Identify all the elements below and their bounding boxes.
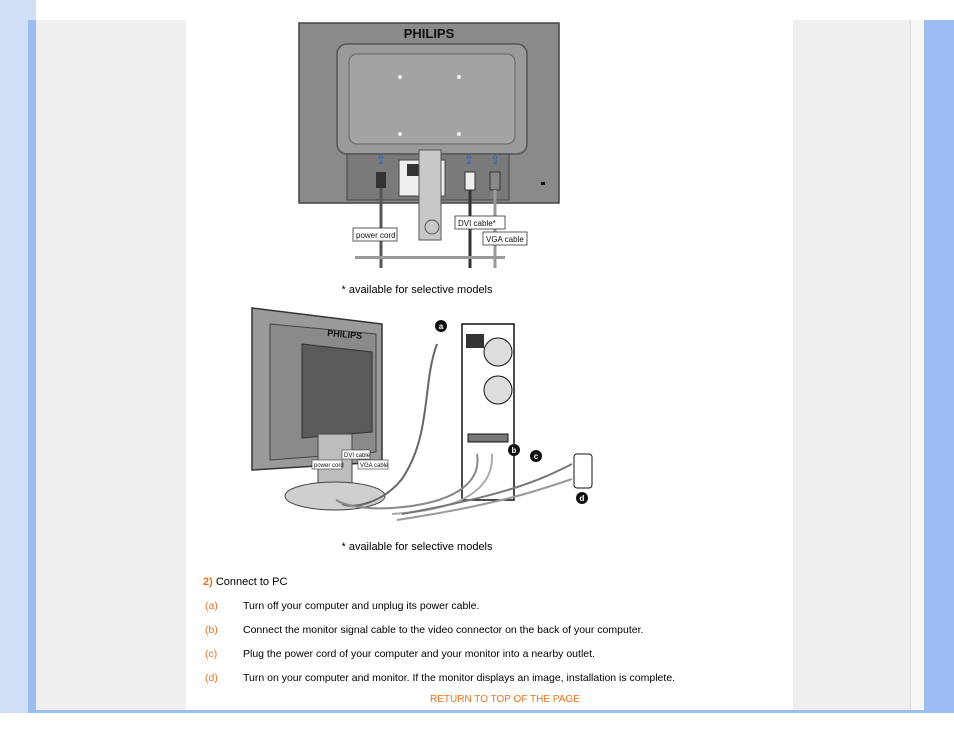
- right-frame: [924, 20, 954, 713]
- dvi-cable-label: DVI cable*: [458, 219, 496, 228]
- right-strip: [910, 20, 925, 713]
- fan-icon: [483, 375, 513, 405]
- stand-base: [355, 256, 505, 259]
- step-text: Connect the monitor signal cable to the …: [243, 624, 644, 636]
- marker-c-label: c: [534, 452, 539, 461]
- section-title: Connect to PC: [215, 576, 288, 588]
- fan-icon: [483, 337, 513, 367]
- bottom-border: [36, 710, 924, 713]
- step-text: Plug the power cord of your computer and…: [243, 648, 595, 660]
- left-frame-accent: [28, 20, 36, 713]
- arrow-icon: ⇧: [376, 153, 386, 167]
- step-letter: (d): [205, 672, 218, 684]
- marker-a: [435, 320, 447, 332]
- list-item: (c) Plug the power cord of your computer …: [205, 648, 595, 660]
- vga-callout: [357, 459, 389, 470]
- screw-hole: [398, 75, 402, 79]
- monitor-panel: [301, 343, 373, 439]
- connect-section-title: 2) Connect to PC: [203, 576, 287, 588]
- list-item: (b) Connect the monitor signal cable to t…: [205, 624, 643, 636]
- power-plug: [376, 172, 386, 188]
- vesa-plate: [348, 53, 516, 145]
- step-letter: (b): [205, 624, 218, 636]
- marker-a-label: a: [439, 322, 444, 331]
- marker-c: [530, 450, 542, 462]
- stand-neck: [418, 149, 442, 241]
- dvi-callout: [341, 449, 371, 460]
- screw-hole: [457, 132, 461, 136]
- marker-b-label: b: [512, 446, 517, 455]
- arrow-icon: ⇧: [490, 153, 500, 167]
- stand-hole: [424, 219, 440, 235]
- arrow-icon: ⇧: [464, 153, 474, 167]
- vga-cable-callout: [482, 231, 528, 246]
- right-gutter: [793, 20, 910, 713]
- power-cord-callout: [352, 227, 398, 242]
- step-letter: (a): [205, 600, 218, 612]
- dvi-label: DVI cable: [344, 453, 371, 459]
- power-label: power cord: [314, 463, 344, 469]
- monitor-brand: PHILIPS: [327, 328, 363, 341]
- vga-label: VGA cable: [360, 463, 389, 469]
- power-cord-label: power cord: [356, 231, 396, 240]
- brand-label: PHILIPS: [404, 26, 455, 41]
- outlet-cable-curve: [396, 478, 573, 521]
- marker-b: [508, 444, 520, 456]
- power-cable-curve: [341, 343, 438, 507]
- left-gutter: [36, 20, 186, 713]
- vga-cable-label: VGA cable: [486, 235, 524, 244]
- return-to-top-link[interactable]: RETURN TO TOP OF THE PAGE: [430, 694, 580, 705]
- monitor-back-figure: PHILIPS ⇧ ⇧ ⇧ power cord DVI cable* VGA …: [298, 22, 560, 268]
- step-letter: (c): [205, 648, 218, 660]
- figure2-caption: * available for selective models: [341, 541, 493, 553]
- figure1-caption: * available for selective models: [341, 284, 493, 296]
- dvi-plug: [464, 171, 476, 191]
- wall-outlet: [573, 453, 593, 489]
- marker-d-label: d: [580, 494, 585, 503]
- dvi-cable-callout: [454, 215, 506, 230]
- step-text: Turn off your computer and unplug its po…: [243, 600, 480, 612]
- section-number: 2): [203, 576, 213, 588]
- power-callout: [311, 459, 343, 470]
- outlet-cable-curve: [401, 463, 573, 515]
- screw-hole: [398, 132, 402, 136]
- lock-slot: [541, 182, 545, 185]
- video-cable-curve: [335, 453, 479, 510]
- vga-plug: [489, 171, 501, 191]
- list-item: (d) Turn on your computer and monitor. If…: [205, 672, 675, 684]
- list-item: (a) Turn off your computer and unplug its…: [205, 600, 479, 612]
- marker-d: [576, 492, 588, 504]
- pc-connection-figure: PHILIPS DVI cable power cord VGA cable a…: [251, 307, 593, 521]
- screw-hole: [457, 75, 461, 79]
- pc-video-slot: [467, 433, 509, 443]
- monitor-base: [284, 481, 386, 511]
- step-text: Turn on your computer and monitor. If th…: [243, 672, 676, 684]
- pc-power-port: [466, 334, 484, 348]
